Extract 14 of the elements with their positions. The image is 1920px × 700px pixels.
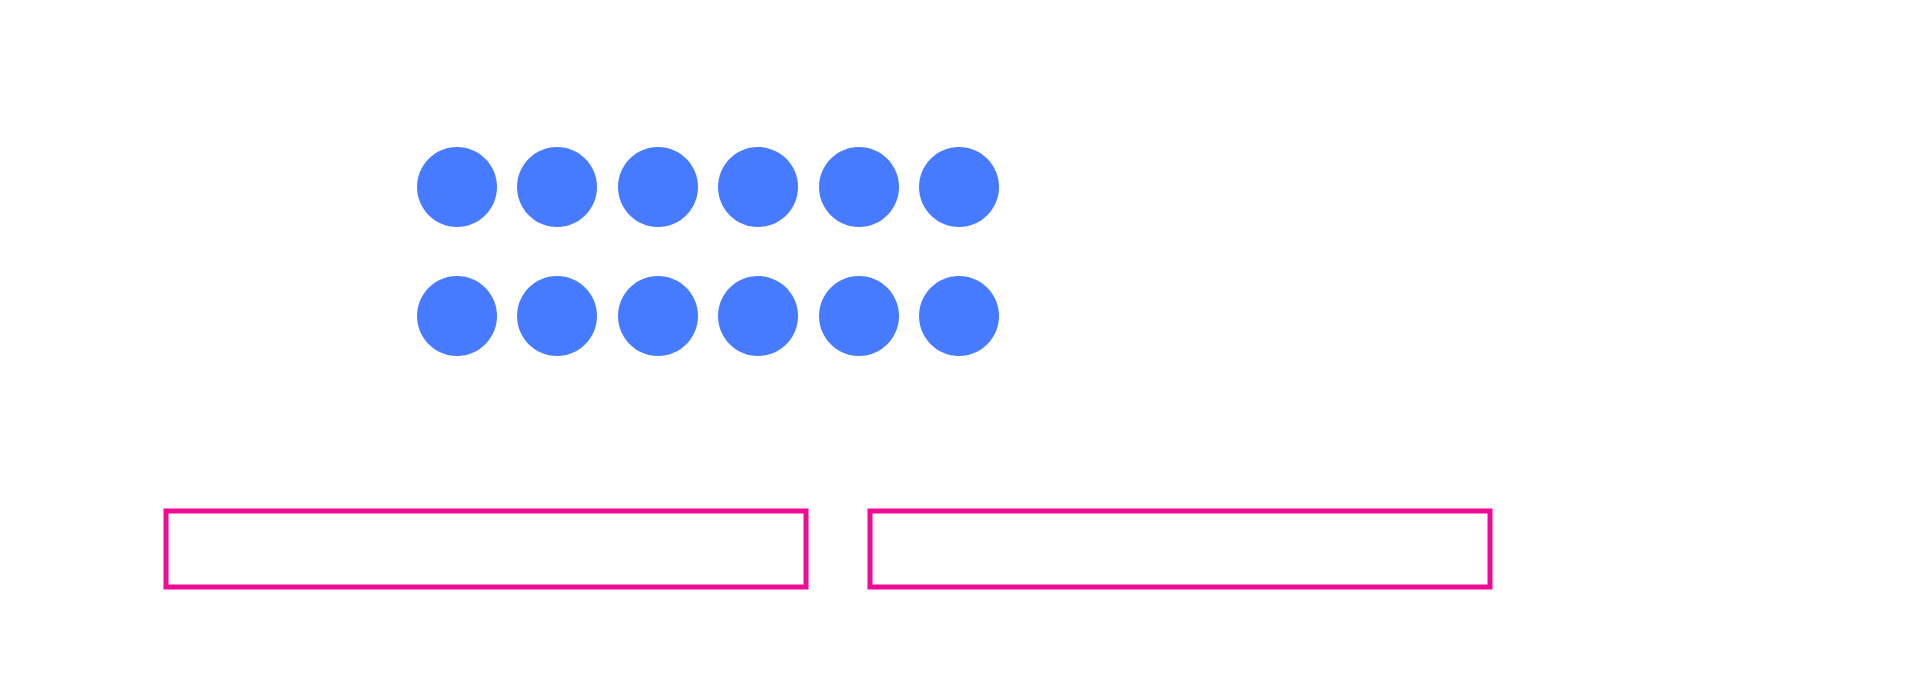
outline-box — [867, 508, 1493, 590]
dot — [819, 147, 899, 227]
dot — [517, 147, 597, 227]
dot — [919, 147, 999, 227]
dot — [819, 276, 899, 356]
dot — [618, 147, 698, 227]
dot — [718, 276, 798, 356]
dot — [618, 276, 698, 356]
dot — [417, 276, 497, 356]
outline-box — [163, 508, 809, 590]
dot — [417, 147, 497, 227]
dot — [718, 147, 798, 227]
dot — [919, 276, 999, 356]
dot — [517, 276, 597, 356]
